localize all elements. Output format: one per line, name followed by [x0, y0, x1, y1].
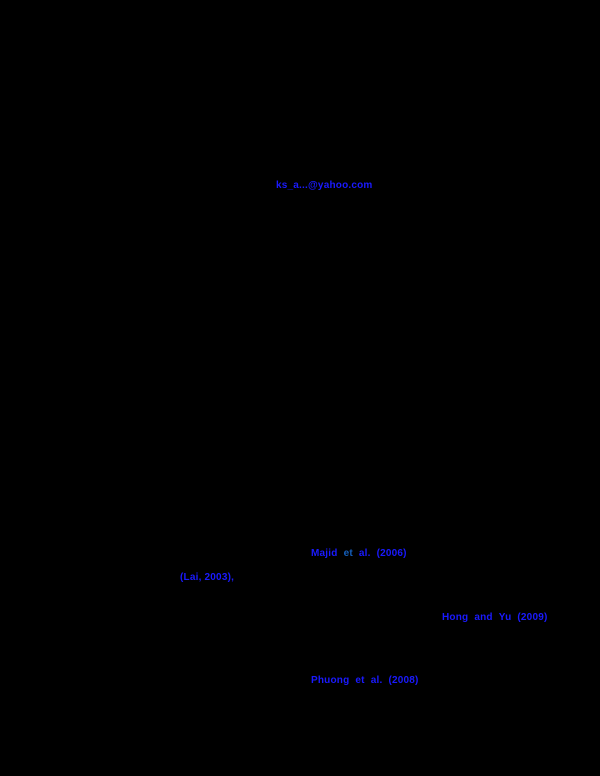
citation-al: al.	[358, 548, 371, 559]
citation-year: (2009)	[517, 612, 548, 623]
citation-author: Phuong	[311, 675, 350, 686]
author-email-link[interactable]: ks_a...@yahoo.com	[276, 180, 373, 191]
citation-author: Hong	[442, 612, 469, 623]
citation-link-lai[interactable]: (Lai, 2003),	[180, 572, 235, 583]
citation-al: al.	[370, 675, 383, 686]
citation-link-phuong[interactable]: Phuong et al. (2008)	[311, 675, 419, 687]
citation-etal: et	[343, 548, 353, 559]
citation-etal: et	[355, 675, 365, 686]
citation-year: (2008)	[388, 675, 419, 686]
citation-and: and	[474, 612, 493, 623]
citation-year: (2006)	[376, 548, 407, 559]
citation-coauthor: Yu	[498, 612, 512, 623]
citation-author: Majid	[311, 548, 338, 559]
